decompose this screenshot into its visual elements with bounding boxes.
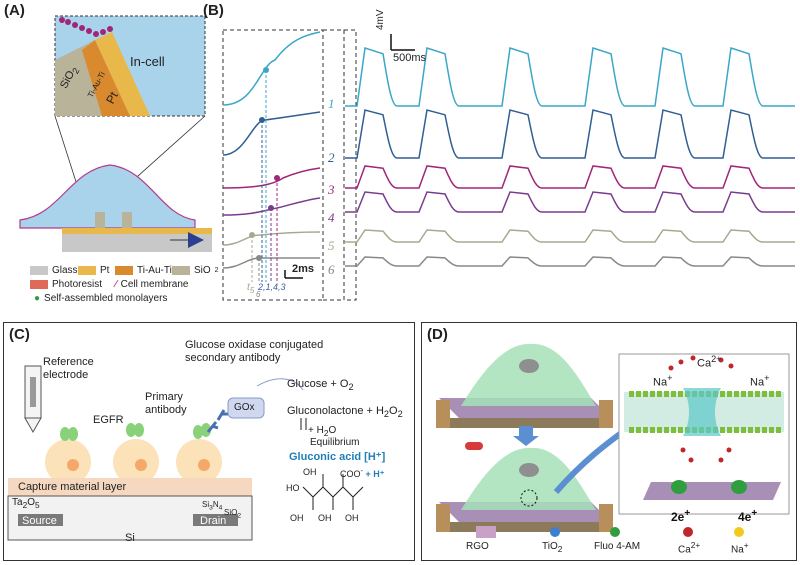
sio2-c-text: SiO2 (224, 508, 242, 520)
rgo-swatch (476, 526, 496, 538)
reaction-3: + H2O (308, 425, 337, 438)
ion-channel (683, 388, 721, 436)
ta2o5-text: Ta2O5 (12, 497, 40, 510)
trace-label-6: 6 (328, 262, 335, 277)
mol-coo: COO- + H⁺ (340, 466, 385, 479)
action-potential-traces (345, 47, 795, 267)
sam-dots (59, 17, 113, 37)
mol-oh-1: OH (303, 467, 317, 477)
trace-1 (345, 47, 795, 107)
lipid-rows (629, 391, 781, 433)
reaction-2: Gluconolactone + H2O2 (287, 405, 403, 420)
panel-b-label: (B) (203, 2, 224, 19)
trace-4 (345, 191, 795, 213)
panel-c-label: (C) (9, 326, 30, 343)
reaction-1: Glucose + O2 (287, 378, 354, 393)
trace-5 (345, 229, 795, 243)
incell-text: In-cell (130, 54, 165, 69)
egfr-text: EGFR (93, 414, 124, 426)
source-text: Source (22, 515, 57, 527)
legend-pt: Pt (78, 265, 109, 276)
mol-oh-4: OH (345, 513, 359, 523)
na-right-text: Na+ (750, 373, 770, 389)
scale-ms: 500ms (393, 52, 427, 64)
scale-2ms: 2ms (292, 263, 315, 275)
gluconic-acid-text: Gluconic acid [H⁺] (289, 451, 386, 463)
arrow-label-t5: t5 (247, 282, 255, 295)
output-arrow (188, 232, 204, 248)
gox-text: GOx (234, 402, 255, 413)
primary-antibody-text: Primary antibody (145, 391, 187, 416)
capture-layer (8, 478, 252, 496)
trace-label-4: 4 (328, 210, 335, 225)
legend-glass: Glass (30, 265, 78, 276)
pt-layer (95, 32, 150, 116)
panel-c-diagram (7, 365, 364, 541)
arrow-label-group: 2,1,4,3 (258, 282, 286, 292)
capture-layer-text: Capture material layer (18, 481, 127, 493)
legend-rgo: RGO (466, 541, 489, 552)
panel-a-diagram (19, 15, 212, 252)
tiauti-layer (82, 40, 130, 116)
legend-membrane: ∕Cell membrane (115, 279, 189, 290)
si3n4-text: Si3N4 (202, 500, 223, 512)
panel-d-diagram (436, 343, 790, 538)
ca-path-dots (668, 355, 734, 463)
ca-text: Ca2+ (697, 354, 722, 370)
legend-sam: ●Self-assembled monolayers (34, 293, 168, 304)
trace-label-3: 3 (328, 182, 335, 197)
trace-2 (345, 109, 795, 159)
mol-oh-2: OH (318, 513, 332, 523)
cell-dome (19, 164, 196, 229)
mol-ho: HO (286, 483, 300, 493)
panel-c-frame (3, 322, 415, 561)
source-pad (18, 514, 63, 526)
reference-electrode-text: Reference electrode (43, 356, 94, 381)
trace-label-5: 5 (328, 238, 335, 253)
trace-label-1: 1 (328, 96, 335, 111)
gox-box (227, 397, 265, 419)
drain-pad (193, 514, 238, 526)
mol-oh-3: OH (290, 513, 304, 523)
trace-label-2: 2 (328, 150, 335, 165)
trace-6 (345, 256, 795, 267)
legend-fluo: Fluo 4-AM (594, 541, 641, 552)
panel-b-traces (222, 29, 795, 301)
legend-tio2: TiO2 (542, 541, 563, 554)
si-text: Si (125, 532, 135, 544)
drain-text: Drain (200, 515, 227, 527)
equilibrium-text: Equilibrium (310, 437, 360, 448)
legend-photoresist: Photoresist (30, 279, 102, 290)
legend-ca: Ca2+ (678, 540, 701, 556)
arrow-label-6: 6 (256, 290, 261, 299)
na-left-text: Na+ (653, 373, 673, 389)
panel-d-frame (421, 322, 797, 561)
gox-title-text: Glucose oxidase conjugated secondary ant… (185, 339, 324, 364)
panel-a-label: (A) (4, 2, 25, 19)
gluconic-structure (302, 474, 364, 510)
scale-mv: 4mV (375, 9, 386, 30)
legend-tiauti: Ti-Au-Ti (115, 265, 172, 276)
glass-substrate (62, 234, 212, 252)
panel-d-label: (D) (427, 326, 448, 343)
e2-text: 2e+ (671, 508, 691, 524)
legend-na: Na+ (731, 540, 749, 556)
e4-text: 4e+ (738, 508, 758, 524)
trace-3 (345, 165, 795, 189)
